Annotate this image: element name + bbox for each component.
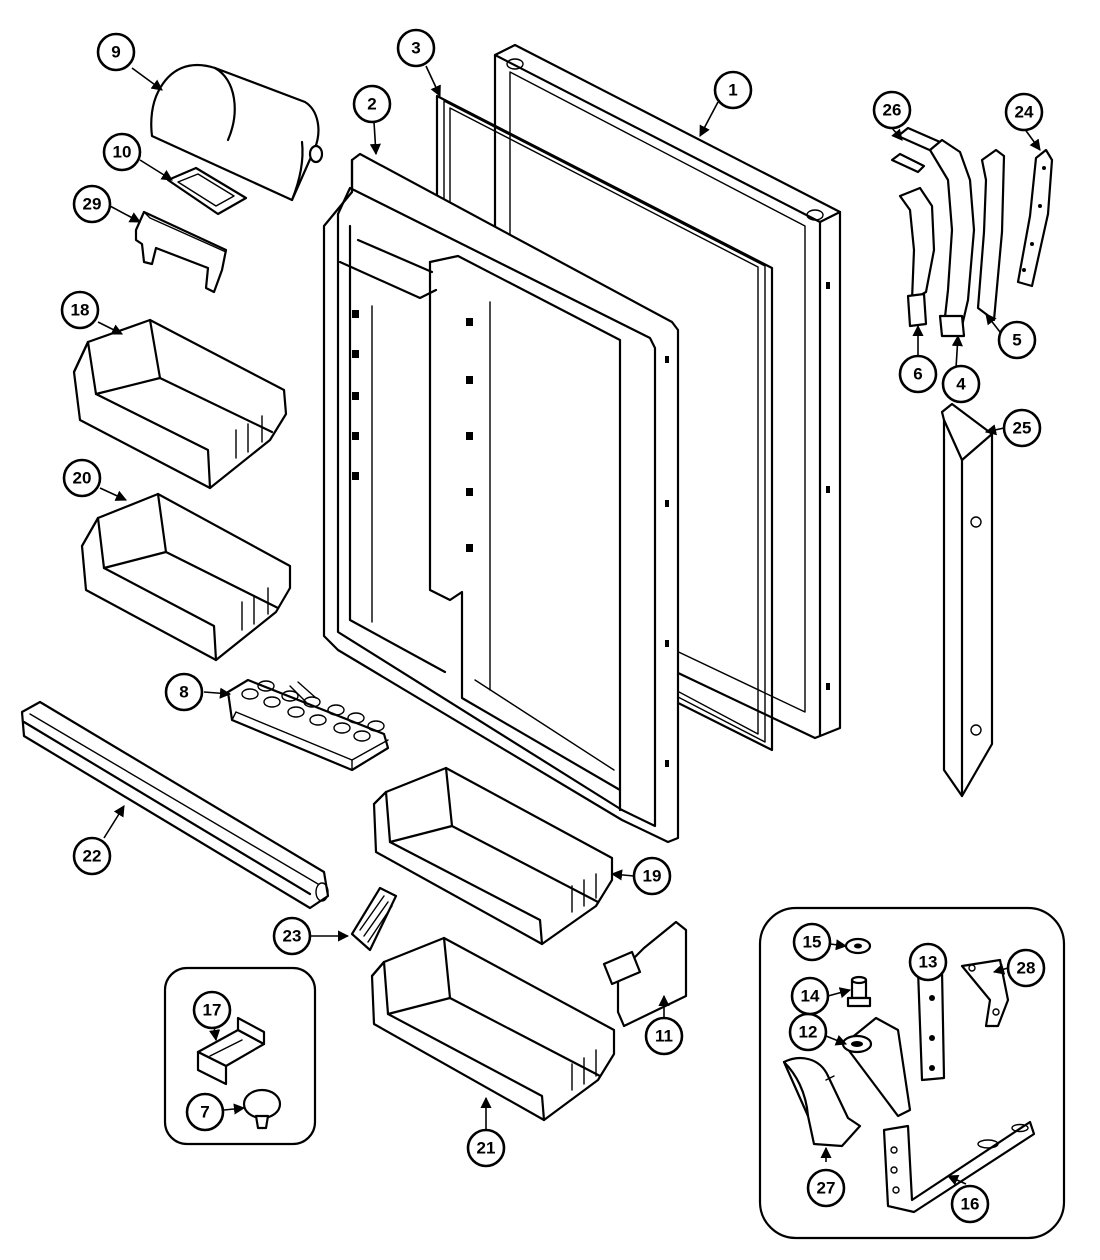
- bin-divider: [602, 920, 688, 1028]
- svg-text:25: 25: [1013, 419, 1032, 438]
- svg-text:18: 18: [71, 301, 90, 320]
- svg-text:4: 4: [956, 375, 966, 394]
- svg-text:22: 22: [83, 847, 102, 866]
- callout-17: 17: [192, 990, 232, 1030]
- door-inner-liner: [322, 152, 680, 844]
- callout-8: 8: [164, 672, 204, 712]
- svg-text:23: 23: [283, 927, 302, 946]
- callout-26: 26: [872, 90, 912, 130]
- svg-text:15: 15: [803, 933, 822, 952]
- svg-text:16: 16: [961, 1195, 980, 1214]
- svg-text:20: 20: [73, 469, 92, 488]
- callout-16: 16: [950, 1184, 990, 1224]
- inset-box-hinge: [758, 906, 1066, 1240]
- callout-24: 24: [1004, 92, 1044, 132]
- svg-text:7: 7: [200, 1103, 209, 1122]
- callout-5: 5: [997, 320, 1037, 360]
- door-bin-19: [372, 766, 614, 946]
- trim-bar: [20, 700, 330, 910]
- clip-23: [350, 886, 398, 952]
- callout-29: 29: [72, 184, 112, 224]
- callout-19: 19: [632, 856, 672, 896]
- svg-text:21: 21: [477, 1139, 496, 1158]
- svg-text:11: 11: [655, 1027, 673, 1046]
- callout-6: 6: [898, 354, 938, 394]
- callout-22: 22: [72, 836, 112, 876]
- callout-21: 21: [466, 1128, 506, 1168]
- svg-text:17: 17: [203, 1001, 222, 1020]
- svg-text:29: 29: [83, 195, 102, 214]
- door-bracket: [134, 210, 228, 294]
- callout-2: 2: [352, 84, 392, 124]
- callout-13: 13: [908, 942, 948, 982]
- callout-3: 3: [396, 28, 436, 68]
- callout-4: 4: [941, 364, 981, 404]
- svg-text:1: 1: [728, 81, 737, 100]
- door-bin-20: [80, 492, 292, 662]
- svg-text:3: 3: [411, 39, 420, 58]
- svg-text:13: 13: [919, 953, 938, 972]
- svg-text:27: 27: [817, 1179, 836, 1198]
- svg-text:26: 26: [883, 101, 902, 120]
- small-tray: [166, 166, 248, 216]
- svg-text:9: 9: [111, 43, 120, 62]
- svg-text:14: 14: [801, 987, 820, 1006]
- callout-27: 27: [806, 1168, 846, 1208]
- svg-text:5: 5: [1012, 331, 1021, 350]
- svg-text:28: 28: [1017, 959, 1036, 978]
- dairy-door: [150, 63, 324, 202]
- egg-tray: [226, 678, 390, 772]
- svg-text:12: 12: [799, 1023, 818, 1042]
- callout-15: 15: [792, 922, 832, 962]
- hinge-trim-group: [890, 126, 1054, 338]
- svg-text:24: 24: [1015, 103, 1034, 122]
- leader-lines: [97, 65, 1041, 1186]
- callout-11: 11: [644, 1016, 684, 1056]
- svg-text:2: 2: [367, 95, 376, 114]
- callout-25: 25: [1002, 408, 1042, 448]
- callout-14: 14: [790, 976, 830, 1016]
- callout-9: 9: [96, 32, 136, 72]
- door-bin-18: [72, 318, 288, 490]
- svg-text:10: 10: [113, 143, 132, 162]
- callout-10: 10: [102, 132, 142, 172]
- callout-18: 18: [60, 290, 100, 330]
- door-bin-21: [370, 936, 616, 1122]
- hinge-channel: [940, 402, 994, 798]
- callout-23: 23: [272, 916, 312, 956]
- callout-28: 28: [1006, 948, 1046, 988]
- svg-text:19: 19: [643, 867, 662, 886]
- callout-1: 1: [713, 70, 753, 110]
- svg-text:6: 6: [913, 365, 922, 384]
- callout-7: 7: [185, 1092, 225, 1132]
- callout-20: 20: [62, 458, 102, 498]
- callout-12: 12: [788, 1012, 828, 1052]
- svg-text:8: 8: [179, 683, 188, 702]
